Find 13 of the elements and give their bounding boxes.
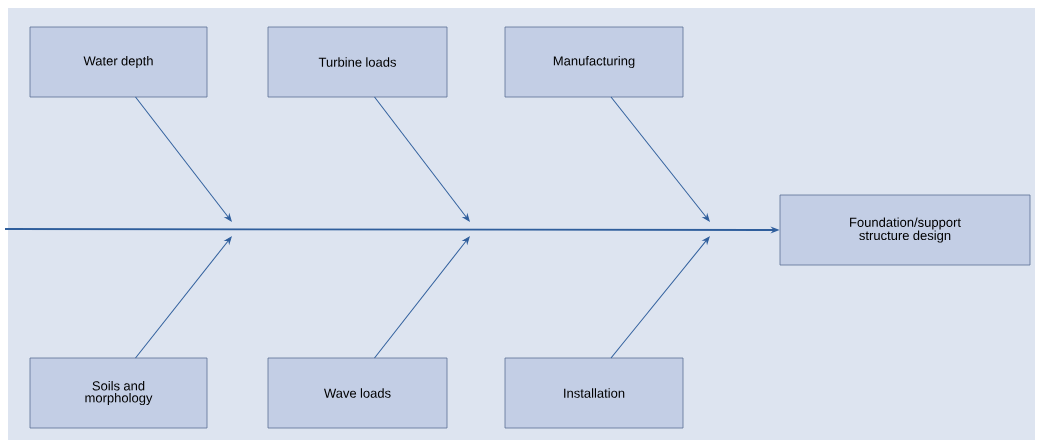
effect-box: Foundation/support structure design — [779, 194, 1031, 266]
arrow — [610, 96, 710, 222]
arrow — [374, 96, 470, 222]
cause-box: Turbine loads — [267, 26, 448, 98]
arrow — [610, 236, 710, 359]
cause-box: Soils and morphology — [29, 357, 208, 429]
arrow — [374, 236, 470, 359]
cause-box: Wave loads — [267, 357, 448, 429]
cause-box: Water depth — [29, 26, 208, 98]
cause-box: Manufacturing — [504, 26, 684, 98]
cause-box: Installation — [504, 357, 684, 429]
arrow — [135, 236, 232, 359]
arrow — [135, 96, 232, 222]
